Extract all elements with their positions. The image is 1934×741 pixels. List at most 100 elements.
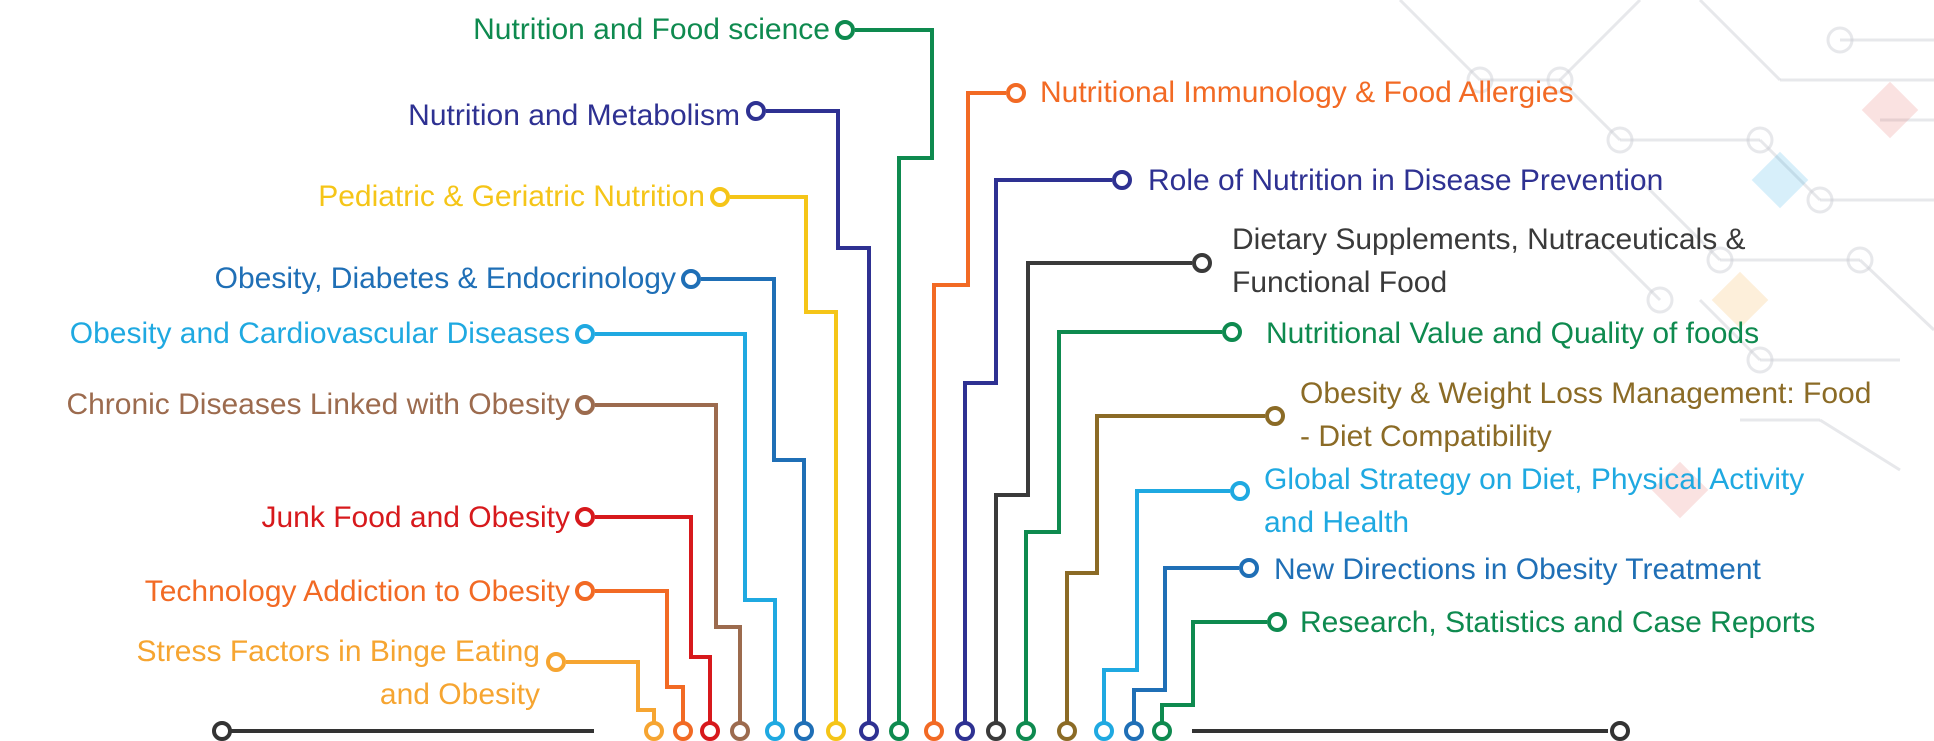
- circuit-trace: [1819, 418, 1901, 472]
- baseline-end-right-icon: [1610, 721, 1630, 741]
- circuit-pad-icon: [1846, 246, 1874, 274]
- topic-label-line: Junk Food and Obesity: [261, 501, 570, 534]
- ring-node-icon: [1222, 322, 1242, 342]
- ring-node-icon: [575, 395, 595, 415]
- baseline-node-icon: [1057, 721, 1077, 741]
- ring-node-icon: [1112, 170, 1132, 190]
- topic-label-line: Technology Addiction to Obesity: [144, 575, 570, 608]
- connector-pediatric-geriatric: [730, 195, 838, 728]
- connector-role-nutrition-disease: [963, 178, 1112, 728]
- baseline-node-icon: [924, 721, 944, 741]
- ring-node-icon: [1265, 406, 1285, 426]
- baseline-node-icon: [730, 721, 750, 741]
- circuit-trace: [1558, 78, 1622, 142]
- connector-wires: [230, 28, 1608, 733]
- topic-label-line: - Diet Compatibility: [1300, 420, 1552, 453]
- topic-nutritional-value: Nutritional Value and Quality of foods: [1266, 312, 1759, 355]
- topic-label-line: Stress Factors in Binge Eating: [136, 635, 540, 668]
- topic-research-statistics: Research, Statistics and Case Reports: [1300, 601, 1815, 644]
- ring-node-icon: [710, 187, 730, 207]
- topic-label-line: Role of Nutrition in Disease Prevention: [1148, 164, 1664, 197]
- topic-stress-factors: Stress Factors in Binge Eating and Obesit…: [136, 630, 540, 716]
- topic-obesity-cardio: Obesity and Cardiovascular Diseases: [70, 312, 570, 355]
- diamond-accent-icon: [1651, 461, 1709, 519]
- topic-nutrition-food-science: Nutrition and Food science: [473, 8, 830, 51]
- topic-junk-food: Junk Food and Obesity: [261, 496, 570, 539]
- connector-research-statistics: [1160, 620, 1267, 728]
- circuit-trace: [1698, 298, 1762, 362]
- topic-chronic-diseases: Chronic Diseases Linked with Obesity: [66, 383, 570, 426]
- topic-nutritional-immunology: Nutritional Immunology & Food Allergies: [1040, 71, 1574, 114]
- baseline-node-icon: [1016, 721, 1036, 741]
- diamond-accent-icon: [1751, 151, 1809, 209]
- circuit-pad-icon: [1806, 186, 1834, 214]
- baseline-node-icon: [859, 721, 879, 741]
- topic-label-line: Obesity and Cardiovascular Diseases: [69, 317, 570, 350]
- circuit-trace: [1598, 238, 1662, 302]
- connector-nutritional-value: [1024, 330, 1222, 728]
- topic-pediatric-geriatric: Pediatric & Geriatric Nutrition: [318, 175, 705, 218]
- connector-global-strategy: [1102, 489, 1230, 728]
- circuit-background-decoration: [1398, 0, 1934, 519]
- connector-new-directions: [1132, 566, 1239, 728]
- circuit-trace: [1698, 0, 1782, 82]
- circuit-trace: [1398, 0, 1482, 82]
- ring-node-icon: [746, 101, 766, 121]
- connector-stress-factors: [566, 660, 656, 728]
- connector-chronic-diseases: [595, 403, 742, 728]
- topic-label-line: and Health: [1264, 506, 1410, 539]
- topic-global-strategy: Global Strategy on Diet, Physical Activi…: [1264, 458, 1804, 544]
- connector-dietary-supplements: [994, 261, 1192, 728]
- topic-obesity-diabetes: Obesity, Diabetes & Endocrinology: [215, 257, 676, 300]
- baseline-node-icon: [889, 721, 909, 741]
- topic-dietary-supplements: Dietary Supplements, Nutraceuticals &Fun…: [1232, 218, 1746, 304]
- topic-role-nutrition-disease: Role of Nutrition in Disease Prevention: [1148, 159, 1663, 202]
- ring-node-icon: [575, 581, 595, 601]
- topic-label-line: and Obesity: [379, 678, 540, 711]
- baseline-node-icon: [794, 721, 814, 741]
- topic-label-line: Nutrition and Metabolism: [408, 99, 740, 132]
- circuit-pad-icon: [1466, 66, 1494, 94]
- baseline-node-icon: [1152, 721, 1172, 741]
- circuit-pad-icon: [1706, 246, 1734, 274]
- topic-label-line: Nutritional Value and Quality of foods: [1266, 317, 1760, 350]
- topic-label-line: Nutritional Immunology & Food Allergies: [1040, 76, 1574, 109]
- topic-label-line: Chronic Diseases Linked with Obesity: [66, 388, 570, 421]
- ring-node-icon: [1239, 558, 1259, 578]
- baseline-node-icon: [700, 721, 720, 741]
- topic-label-line: Nutrition and Food science: [473, 13, 830, 46]
- circuit-pad-icon: [1746, 346, 1774, 374]
- circuit-pad-icon: [1646, 286, 1674, 314]
- topic-label-line: Obesity & Weight Loss Management: Food: [1300, 377, 1872, 410]
- baseline-end-left-icon: [212, 721, 232, 741]
- diamond-accent-icon: [1711, 271, 1769, 329]
- ring-node-icon: [681, 269, 701, 289]
- circuit-pad-icon: [1546, 66, 1574, 94]
- topic-label-line: Global Strategy on Diet, Physical Activi…: [1264, 463, 1805, 496]
- connector-nodes: [212, 20, 1630, 741]
- circuit-pad-icon: [1606, 126, 1634, 154]
- circuit-pad-icon: [1826, 26, 1854, 54]
- connector-technology-addiction: [595, 589, 685, 728]
- baseline-node-icon: [1124, 721, 1144, 741]
- topic-nutrition-metabolism: Nutrition and Metabolism: [408, 94, 740, 137]
- circuit-pad-icon: [1746, 126, 1774, 154]
- connector-obesity-cardio: [595, 332, 777, 728]
- circuit-trace: [1558, 0, 1642, 82]
- circuit-trace: [1858, 258, 1934, 332]
- ring-node-icon: [575, 324, 595, 344]
- connector-nutritional-immunology: [932, 91, 1006, 728]
- ring-node-icon: [1192, 253, 1212, 273]
- connector-obesity-diabetes: [701, 277, 806, 728]
- topic-label-line: New Directions in Obesity Treatment: [1274, 553, 1761, 586]
- circuit-trace: [1638, 178, 1722, 262]
- baseline-node-icon: [986, 721, 1006, 741]
- baseline-node-icon: [826, 721, 846, 741]
- topic-label-line: Obesity, Diabetes & Endocrinology: [214, 262, 676, 295]
- baseline-node-icon: [673, 721, 693, 741]
- baseline-node-icon: [1094, 721, 1114, 741]
- connector-weight-loss: [1065, 414, 1265, 728]
- topic-technology-addiction: Technology Addiction to Obesity: [145, 570, 570, 613]
- ring-node-icon: [546, 652, 566, 672]
